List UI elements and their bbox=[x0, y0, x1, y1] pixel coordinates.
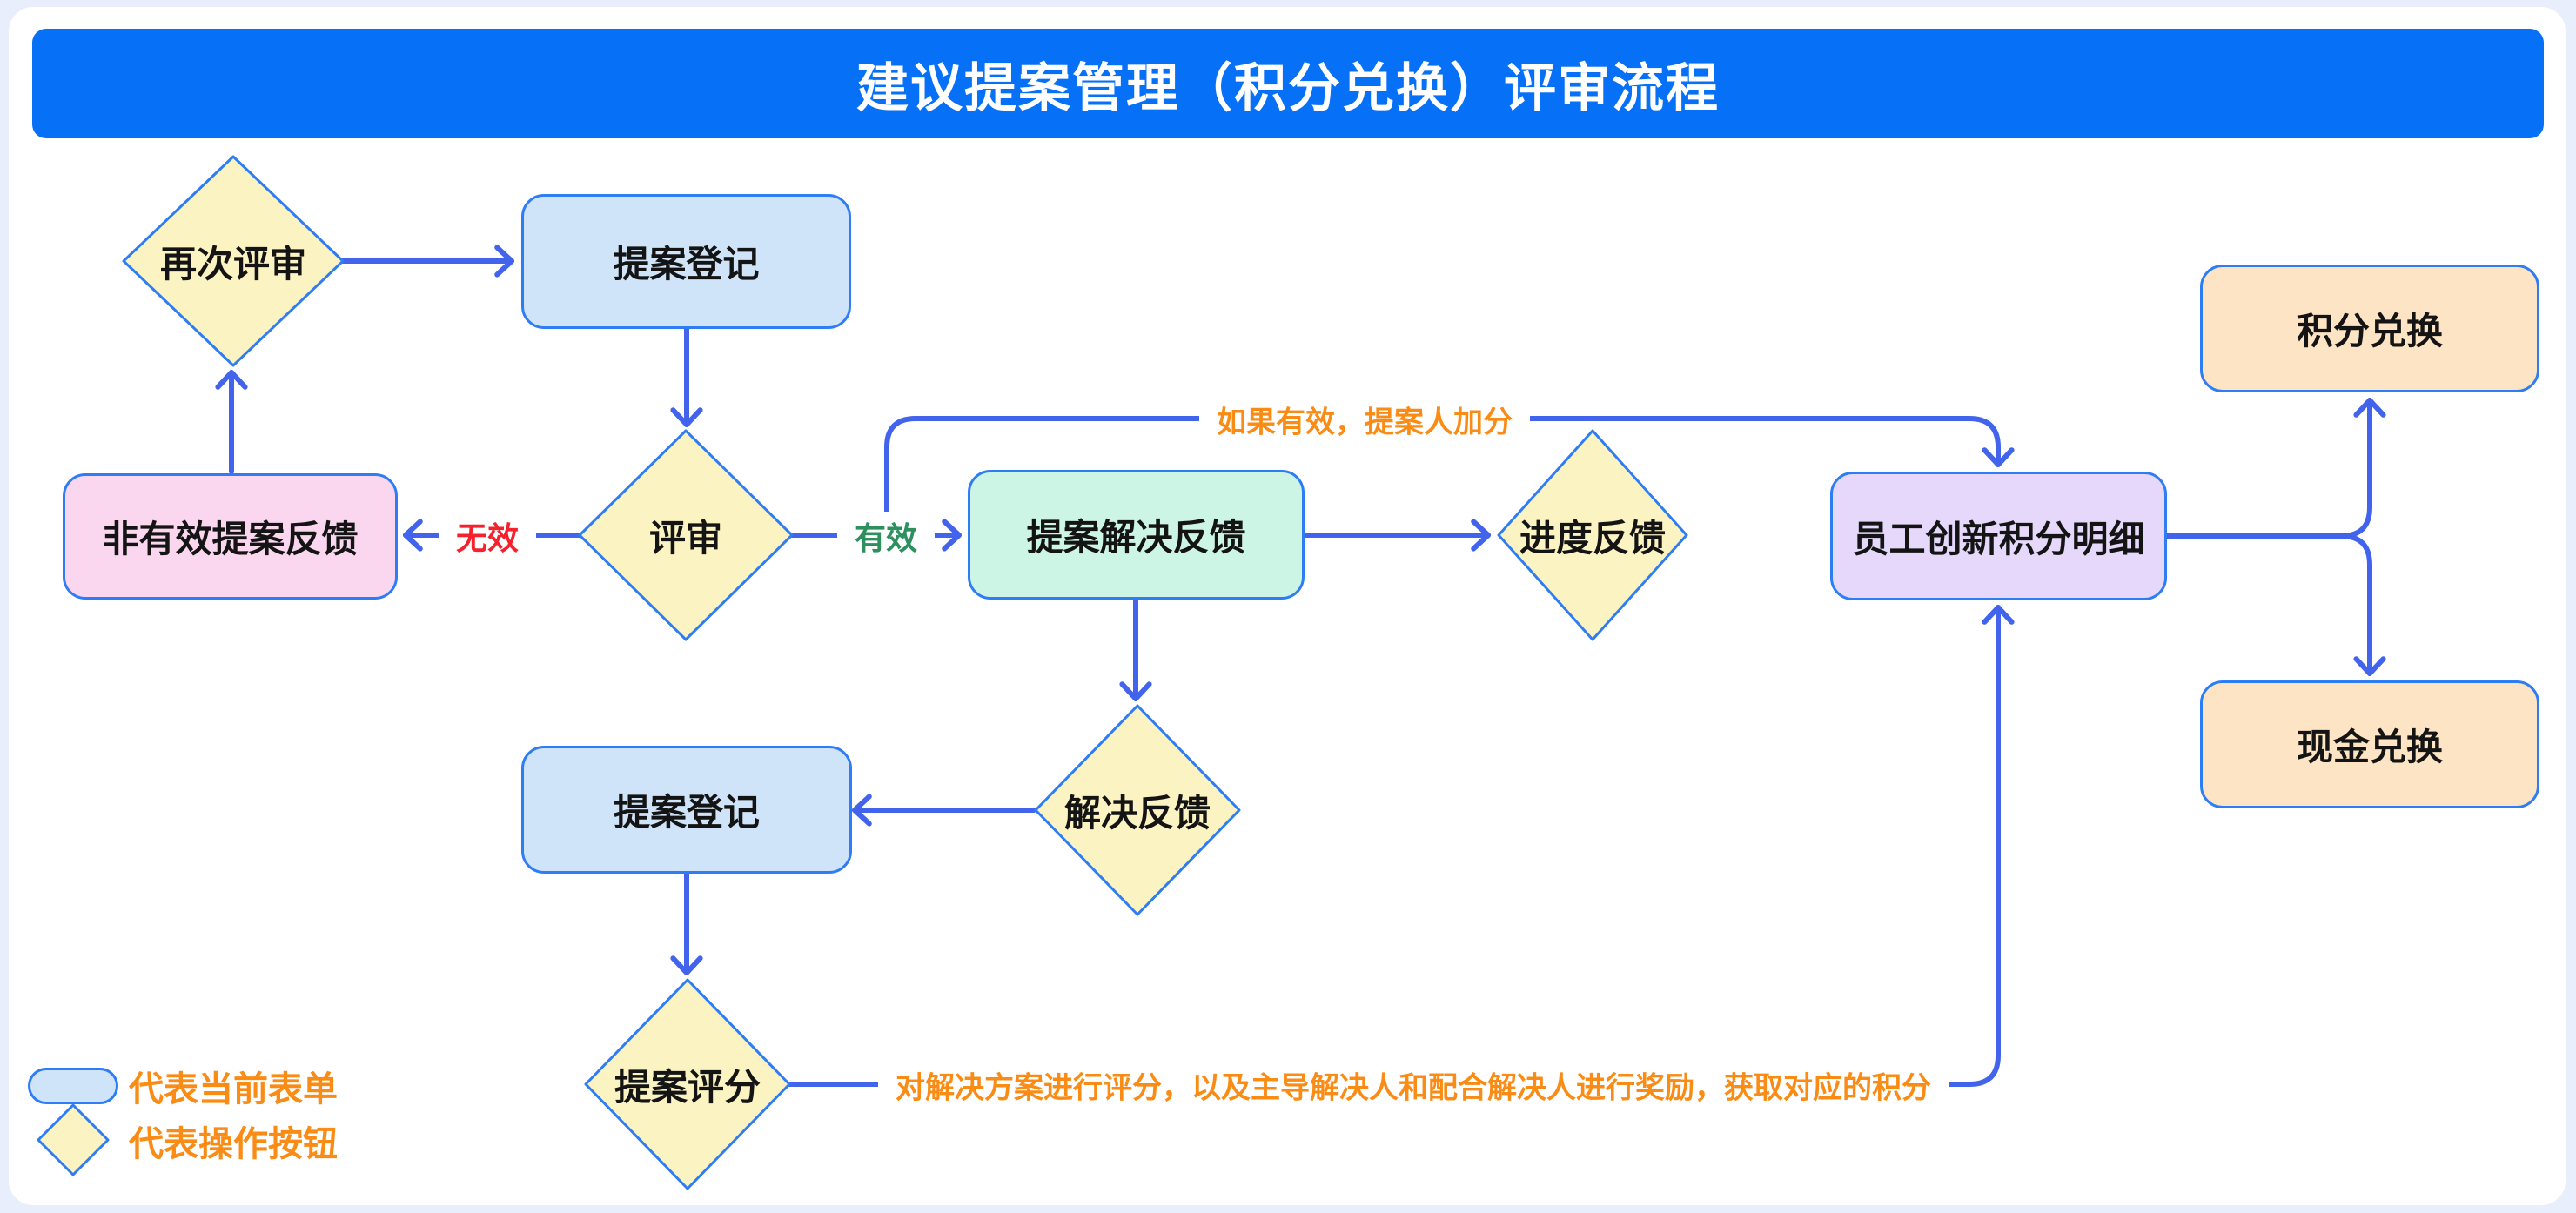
legend-form-label: 代表当前表单 bbox=[129, 1070, 338, 1109]
edge-split-to-points-exchange bbox=[2338, 398, 2386, 539]
flow-connectors-layer bbox=[37, 155, 2386, 1190]
node-register-top: 提案登记 bbox=[521, 194, 851, 329]
node-shape-review bbox=[578, 429, 794, 641]
node-invalid-feedback: 非有效提案反馈 bbox=[63, 473, 398, 600]
edge-label-score-note: 对解决方案进行评分，以及主导解决人和配合解决人进行奖励，获取对应的积分 bbox=[878, 1062, 1949, 1109]
edge-label-valid: 有效 bbox=[836, 512, 936, 560]
node-label: 员工创新积分明细 bbox=[1852, 518, 2145, 560]
node-shape-proposal-score bbox=[584, 978, 791, 1190]
node-shape-review-again bbox=[122, 155, 345, 367]
legend-action-label: 代表操作按钮 bbox=[129, 1125, 338, 1163]
node-points-exchange: 积分兑换 bbox=[2200, 265, 2539, 392]
legend-diamond-icon bbox=[37, 1103, 110, 1176]
node-shape-resolve-feedback bbox=[1034, 704, 1241, 916]
node-shape-progress-feedback bbox=[1497, 429, 1688, 641]
node-register-bottom: 提案登记 bbox=[521, 746, 852, 874]
node-points-detail: 员工创新积分明细 bbox=[1830, 472, 2167, 600]
diagram-card: 建议提案管理（积分兑换）评审流程 bbox=[9, 7, 2566, 1205]
page-title: 建议提案管理（积分兑换）评审流程 bbox=[856, 58, 1720, 117]
edge-label-if-valid: 如果有效，提案人加分 bbox=[1199, 396, 1530, 443]
node-label: 积分兑换 bbox=[2296, 311, 2443, 352]
node-label: 提案解决反馈 bbox=[1026, 517, 1246, 558]
node-cash-exchange: 现金兑换 bbox=[2200, 680, 2539, 808]
node-label: 现金兑换 bbox=[2296, 727, 2443, 767]
node-label: 非有效提案反馈 bbox=[102, 519, 359, 560]
edge-split-to-cash-exchange bbox=[2338, 533, 2386, 676]
edge-score-to-points-detail bbox=[787, 605, 2015, 1087]
edge-label-invalid: 无效 bbox=[438, 512, 537, 560]
node-solution-feedback: 提案解决反馈 bbox=[968, 470, 1305, 600]
node-label: 提案登记 bbox=[613, 792, 760, 833]
node-label: 提案登记 bbox=[613, 244, 760, 285]
title-bar: 建议提案管理（积分兑换）评审流程 bbox=[32, 29, 2544, 138]
legend-form-icon bbox=[28, 1068, 118, 1104]
